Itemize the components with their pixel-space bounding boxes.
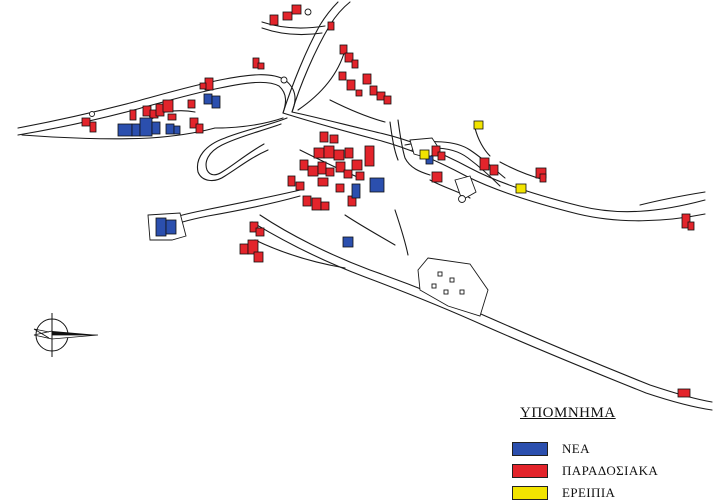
legend-swatch-ruins [512,486,548,500]
new-buildings [117,93,434,248]
legend-label-ruins: ΕΡΕΙΠΙΑ [562,485,616,500]
legend: ΥΠΟΜΝΗΜΑ ΝΕΑ ΠΑΡΑΔΟΣΙΑΚΑ ΕΡΕΙΠΙΑ [512,405,712,504]
legend-swatch-traditional [512,464,548,478]
legend-title: ΥΠΟΜΝΗΜΑ [520,405,616,421]
traditional-buildings [81,4,695,398]
legend-item-new: ΝΕΑ [512,438,712,460]
legend-item-ruins: ΕΡΕΙΠΙΑ [512,482,712,504]
legend-swatch-new [512,442,548,456]
legend-label-traditional: ΠΑΡΑΔΟΣΙΑΚΑ [562,463,659,478]
ruined-buildings [419,120,527,194]
legend-label-new: ΝΕΑ [562,441,590,456]
legend-item-traditional: ΠΑΡΑΔΟΣΙΑΚΑ [512,460,712,482]
north-arrow-icon [33,313,99,357]
road-network [17,1,713,411]
